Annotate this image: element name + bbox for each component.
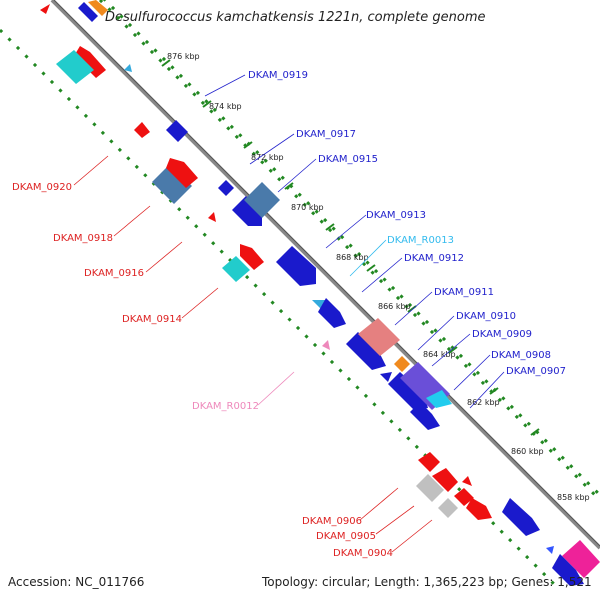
- gene-label-DKAM_0909[interactable]: DKAM_0909: [472, 329, 532, 340]
- gene-block[interactable]: [502, 498, 540, 536]
- gene-label-DKAM_0907[interactable]: DKAM_0907: [506, 366, 566, 377]
- gene-block[interactable]: [416, 474, 444, 502]
- gene-block[interactable]: [78, 2, 98, 22]
- genome-title: Desulfurococcus kamchatkensis 1221n, com…: [105, 10, 486, 25]
- gene-block[interactable]: [222, 256, 250, 282]
- gene-block[interactable]: [166, 120, 188, 142]
- reverse-leaders: [73, 155, 433, 553]
- gene-label-DKAM_0914[interactable]: DKAM_0914: [122, 314, 182, 325]
- gene-label-DKAM_0913[interactable]: DKAM_0913: [366, 210, 426, 221]
- gene-block[interactable]: [134, 122, 150, 138]
- gene-block[interactable]: [88, 0, 108, 16]
- gene-block[interactable]: [410, 402, 440, 430]
- genome-summary: Topology: circular; Length: 1,365,223 bp…: [262, 575, 592, 589]
- kbp-label-874: 874 kbp: [209, 102, 242, 111]
- gene-block[interactable]: [462, 476, 472, 486]
- gene-block[interactable]: [418, 452, 440, 472]
- kbp-label-870: 870 kbp: [291, 203, 324, 212]
- gene-block[interactable]: [208, 212, 216, 222]
- forward-leaders: [204, 74, 505, 409]
- kbp-label-866: 866 kbp: [378, 302, 411, 311]
- gene-label-DKAM_0918[interactable]: DKAM_0918: [53, 233, 113, 244]
- tick-track-outer-forward: [102, 0, 600, 498]
- gene-label-DKAM_0908[interactable]: DKAM_0908: [491, 350, 551, 361]
- gene-label-DKAM_0906[interactable]: DKAM_0906: [302, 516, 362, 527]
- gene-block[interactable]: [432, 468, 458, 492]
- tick-track-c: [0, 5, 590, 595]
- gene-label-DKAM_0911[interactable]: DKAM_0911: [434, 287, 494, 298]
- gene-label-DKAM_0905[interactable]: DKAM_0905: [316, 531, 376, 542]
- gene-label-DKAM_0910[interactable]: DKAM_0910: [456, 311, 516, 322]
- genome-backbone: [50, 0, 600, 550]
- kbp-label-872: 872 kbp: [251, 153, 284, 162]
- gene-label-DKAM_0904[interactable]: DKAM_0904: [333, 548, 393, 559]
- gene-block[interactable]: [152, 164, 192, 204]
- gene-block[interactable]: [244, 182, 280, 218]
- kbp-label-864: 864 kbp: [423, 350, 456, 359]
- gene-block[interactable]: [552, 554, 584, 586]
- tick-track-inner-forward: [20, 0, 600, 580]
- gene-block[interactable]: [166, 158, 198, 188]
- kbp-scale: 876 kbp 874 kbp 872 kbp 870 kbp 868 kbp …: [161, 52, 590, 502]
- gene-block[interactable]: [562, 540, 600, 578]
- gene-block[interactable]: [394, 356, 410, 372]
- gene-block[interactable]: [438, 498, 458, 518]
- gene-block[interactable]: [388, 372, 428, 410]
- gene-label-DKAM_R0013[interactable]: DKAM_R0013: [387, 235, 454, 246]
- gene-block[interactable]: [232, 196, 262, 226]
- gene-block[interactable]: [218, 180, 234, 196]
- reverse-gene-blocks: [40, 4, 492, 520]
- kbp-label-862: 862 kbp: [467, 398, 500, 407]
- gene-label-DKAM_0920[interactable]: DKAM_0920: [12, 182, 72, 193]
- gene-label-DKAM_0912[interactable]: DKAM_0912: [404, 253, 464, 264]
- gene-block[interactable]: [74, 46, 106, 78]
- gene-label-DKAM_0916[interactable]: DKAM_0916: [84, 268, 144, 279]
- gene-block[interactable]: [358, 318, 400, 356]
- gene-block[interactable]: [454, 488, 474, 506]
- tick-track-a: [98, 0, 600, 502]
- kbp-label-876: 876 kbp: [167, 52, 200, 61]
- gene-label-DKAM_R0012[interactable]: DKAM_R0012: [192, 401, 259, 412]
- forward-gene-blocks: [78, 0, 600, 586]
- gene-label-DKAM_0917[interactable]: DKAM_0917: [296, 129, 356, 140]
- gene-block[interactable]: [466, 498, 492, 520]
- gene-block[interactable]: [380, 372, 392, 382]
- kbp-label-858: 858 kbp: [557, 493, 590, 502]
- gene-block[interactable]: [276, 246, 316, 286]
- gene-block[interactable]: [240, 244, 264, 270]
- backbone-edge: [53, 0, 600, 547]
- gene-block[interactable]: [318, 298, 346, 328]
- gene-block[interactable]: [322, 340, 330, 350]
- gene-label-DKAM_0915[interactable]: DKAM_0915: [318, 154, 378, 165]
- gene-block[interactable]: [56, 50, 94, 84]
- gene-block[interactable]: [546, 546, 554, 554]
- kbp-label-868: 868 kbp: [336, 253, 369, 262]
- accession-text: Accession: NC_011766: [8, 575, 145, 589]
- gene-block[interactable]: [426, 390, 452, 408]
- gene-block[interactable]: [124, 64, 132, 72]
- kbp-label-860: 860 kbp: [511, 447, 544, 456]
- gene-block[interactable]: [40, 4, 50, 14]
- rna-leader-r0013: [349, 239, 387, 277]
- rna-leader-r0012: [257, 371, 295, 406]
- gene-label-DKAM_0919[interactable]: DKAM_0919: [248, 70, 308, 81]
- gene-block[interactable]: [346, 332, 386, 370]
